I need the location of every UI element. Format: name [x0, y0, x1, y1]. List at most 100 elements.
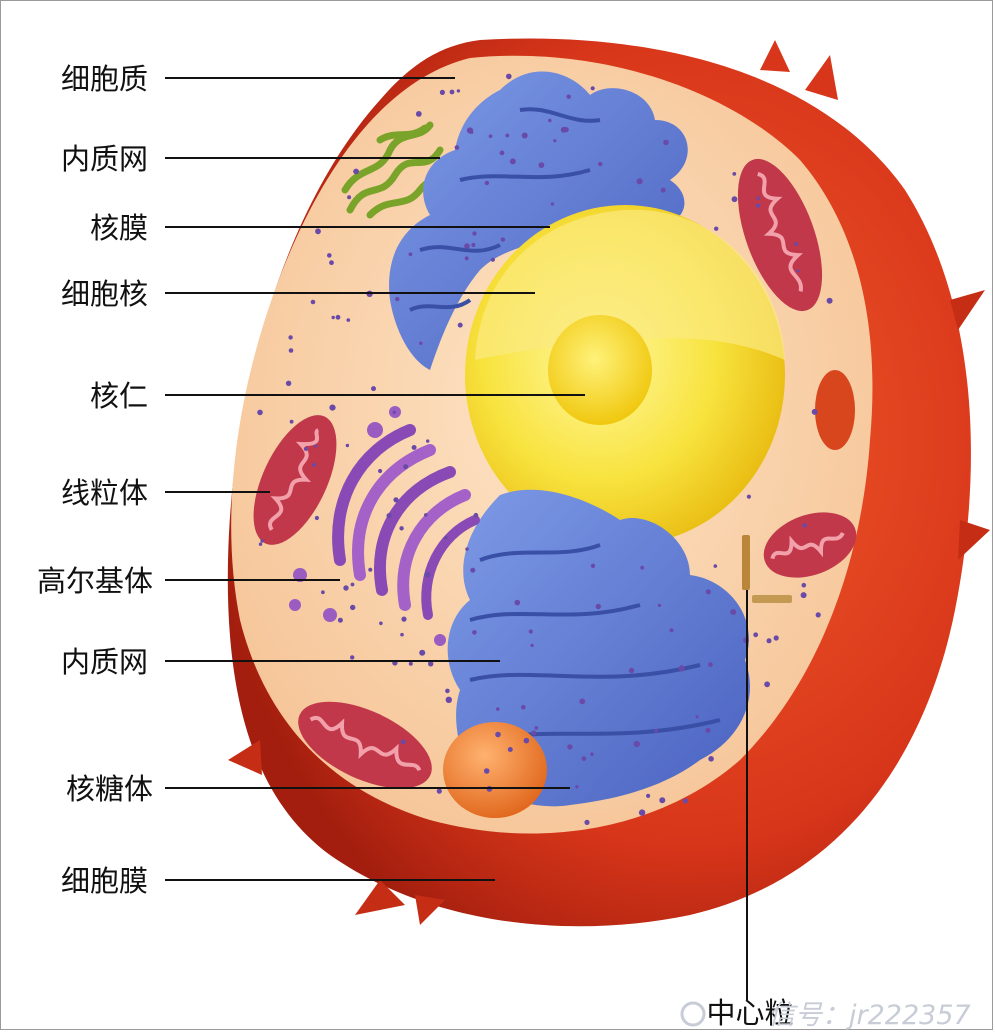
ribosome-dot — [465, 547, 468, 550]
ribosome-dot — [450, 90, 455, 95]
ribosome-dot — [753, 632, 758, 637]
ribosome-dot — [304, 447, 308, 451]
ribosome-dot — [424, 513, 428, 517]
ribosome-dot — [378, 469, 382, 473]
ribosome-dot — [732, 196, 738, 202]
ribosome-dot — [802, 523, 806, 527]
ribosome-dot — [802, 583, 807, 588]
ribosome-dot — [444, 536, 447, 539]
ribosome-dot — [489, 134, 493, 138]
ribosome-dot — [590, 752, 594, 756]
ribosome-dot — [445, 689, 450, 694]
ribosome-dot — [455, 145, 460, 150]
ribosome-dot — [419, 650, 425, 656]
ribosome-dot — [257, 410, 263, 416]
ribosome-dot — [368, 568, 372, 572]
ribosome-dot — [401, 740, 406, 745]
ribosome-dot — [521, 705, 526, 710]
ribosome-dot — [732, 172, 736, 176]
ribosome-dot — [393, 497, 398, 502]
label-er-top: 内质网 — [61, 142, 148, 176]
label-nuclear-membrane: 核膜 — [90, 211, 148, 245]
ribosome-dot — [412, 445, 417, 450]
ribosome-dot — [387, 513, 392, 518]
ribosome-dot — [321, 590, 325, 594]
ribosome-dot — [424, 572, 430, 578]
watermark-text: 信号：jr222357 — [768, 1000, 971, 1031]
ribosome-dot — [312, 463, 316, 467]
ribosome-dot — [629, 668, 634, 673]
ribosome-dot — [465, 256, 469, 260]
ribosome-dot — [440, 90, 445, 95]
ribosome-dot — [582, 756, 587, 761]
ribosome-dot — [708, 662, 713, 667]
ribosome-dot — [714, 564, 718, 568]
ribosome-dot — [567, 95, 571, 99]
ribosome-dot — [338, 618, 343, 623]
ribosome-dot — [399, 526, 403, 530]
ribosome-dot — [530, 644, 533, 647]
ribosome-dot — [416, 111, 422, 117]
ribosome-dot — [634, 741, 640, 747]
ribosome-dot — [458, 323, 463, 328]
ribosome-dot — [529, 629, 533, 633]
ribosome-dot — [350, 655, 354, 659]
label-mitochondrion: 线粒体 — [61, 476, 148, 510]
ribosome-dot — [288, 335, 292, 339]
ribosome-dot — [426, 439, 429, 442]
ribosome-dot — [409, 252, 413, 256]
ribosome-dot — [501, 237, 505, 241]
label-nucleolus: 核仁 — [90, 379, 148, 413]
ribosome-dot — [708, 756, 714, 762]
ribosome-blob-shape — [443, 722, 547, 818]
ribosome-dot — [646, 794, 650, 798]
ribosome-dot — [395, 297, 399, 301]
ribosome-dot — [409, 662, 413, 666]
ribosome-dot — [329, 260, 334, 265]
ribosome-dot — [471, 243, 475, 247]
ribosome-dot — [472, 630, 477, 635]
ribosome-dot — [347, 195, 351, 199]
label-nucleus: 细胞核 — [61, 277, 148, 311]
ribosome-dot — [596, 604, 601, 609]
ribosome-dot — [470, 130, 474, 134]
vesicle-right — [815, 370, 855, 450]
ribosome-dot — [500, 151, 505, 156]
ribosome-dot — [346, 444, 349, 447]
ribosome-dot — [816, 612, 821, 617]
ribosome-dot — [400, 633, 404, 637]
ribosome-dot — [522, 133, 528, 139]
ribosome-dot — [683, 798, 688, 803]
ribosome-dot — [696, 715, 699, 718]
ribosome-dot — [474, 513, 479, 518]
ribosome-dot — [419, 342, 422, 345]
ribosome-dot — [654, 729, 658, 733]
ribosome-dot — [524, 738, 530, 744]
ribosome-dot — [812, 409, 818, 415]
ribosome-dot — [260, 539, 264, 543]
ribosome-dot — [706, 589, 711, 594]
ribosome-dot — [794, 242, 798, 246]
ribosome-dot — [332, 316, 335, 319]
ribosome-dot — [640, 566, 644, 570]
ribosome-dot — [564, 127, 569, 132]
ribosome-dot — [347, 318, 351, 322]
ribosome-dot — [756, 203, 760, 207]
ribosome-dot — [371, 386, 376, 391]
ribosome-dot — [827, 298, 833, 304]
ribosome-dot — [591, 564, 595, 568]
ribosome-dot — [663, 140, 669, 146]
ribosome-dot — [286, 381, 291, 386]
ribosome-dot — [350, 605, 355, 610]
ribosome-dot — [531, 731, 536, 736]
ribosome-dot — [764, 681, 770, 687]
ribosome-dot — [315, 516, 319, 520]
label-golgi: 高尔基体 — [37, 564, 153, 598]
ribosome-dot — [314, 444, 317, 447]
ribosome-dot — [730, 609, 736, 615]
ribosome-dot — [464, 243, 470, 249]
ribosome-dot — [767, 638, 772, 643]
ribosome-dot — [548, 119, 552, 123]
ribosome-dot — [327, 253, 332, 258]
ribosome-dot — [343, 585, 348, 590]
